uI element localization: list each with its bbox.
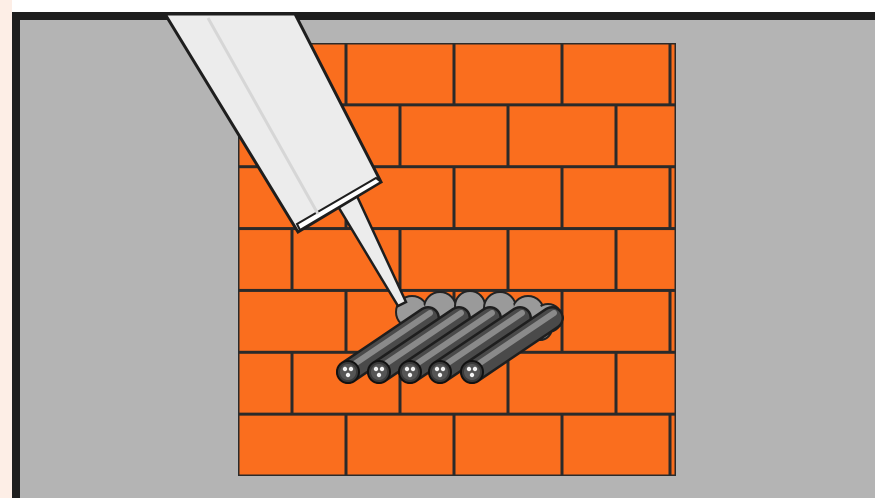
brick (564, 292, 669, 351)
cable-core (435, 367, 439, 371)
brick (240, 230, 291, 289)
brick (564, 168, 669, 227)
cable-core (346, 373, 350, 377)
cable-core (380, 367, 384, 371)
brick (672, 168, 675, 227)
brick (402, 230, 507, 289)
brick (672, 45, 675, 104)
cable-core (377, 373, 381, 377)
brick (348, 45, 453, 104)
brick (510, 354, 615, 413)
cable-core (374, 367, 378, 371)
cable-end-inner (371, 364, 387, 380)
cable-core (467, 367, 471, 371)
brick (618, 106, 675, 165)
cable-end-inner (432, 364, 448, 380)
cable-core (349, 367, 353, 371)
brick (672, 292, 675, 351)
brick (456, 416, 561, 475)
brick (240, 292, 345, 351)
cable-end-inner (464, 364, 480, 380)
brick (618, 354, 675, 413)
cable-core (408, 373, 412, 377)
brick (240, 354, 291, 413)
cable-core (473, 367, 477, 371)
cable-core (411, 367, 415, 371)
cable-core (441, 367, 445, 371)
brick (456, 168, 561, 227)
cable-core (470, 373, 474, 377)
brick (618, 230, 675, 289)
cable-core (438, 373, 442, 377)
brick (564, 45, 669, 104)
brick (672, 416, 675, 475)
cable-end-inner (340, 364, 356, 380)
cable-end-inner (402, 364, 418, 380)
brick (402, 106, 507, 165)
brick (510, 230, 615, 289)
brick (456, 45, 561, 104)
left-edge-tint (0, 0, 12, 498)
cable-core (405, 367, 409, 371)
brick (564, 416, 669, 475)
brick (240, 416, 345, 475)
brick (510, 106, 615, 165)
brick (348, 416, 453, 475)
cable-core (343, 367, 347, 371)
